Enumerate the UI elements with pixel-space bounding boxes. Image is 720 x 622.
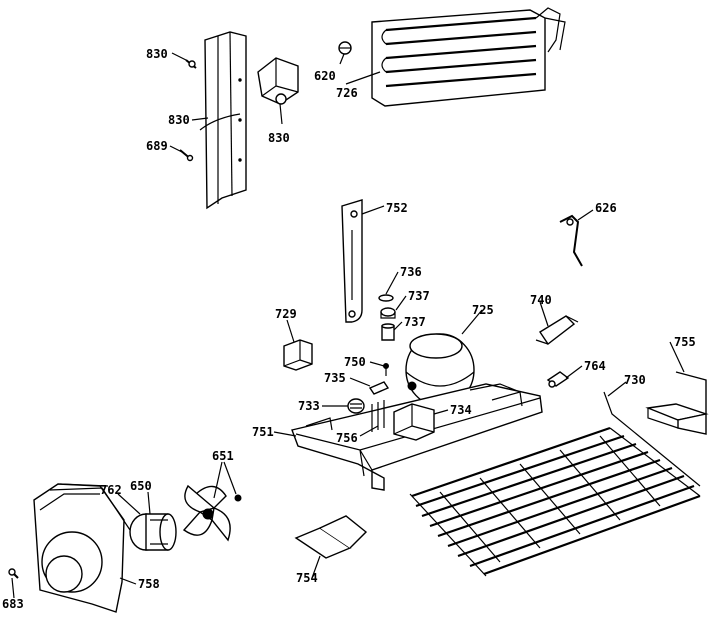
grommet-737a-part	[380, 307, 396, 319]
label-764: 764	[584, 359, 606, 373]
clip-620-part	[338, 41, 352, 55]
label-830-mid: 830	[168, 113, 190, 127]
label-734: 734	[450, 403, 472, 417]
label-733: 733	[298, 399, 320, 413]
label-650: 650	[130, 479, 152, 493]
bracket-754-part	[294, 515, 368, 559]
vertical-channel-part	[199, 31, 247, 210]
label-737-lower: 737	[404, 315, 426, 329]
label-689: 689	[146, 139, 168, 153]
sleeve-737b-part	[381, 323, 395, 341]
label-683: 683	[2, 597, 24, 611]
relay-729-part	[283, 339, 313, 371]
label-750: 750	[344, 355, 366, 369]
label-830-bracket: 830	[268, 131, 290, 145]
label-730: 730	[624, 373, 646, 387]
clip-764-part	[546, 371, 570, 388]
label-726: 726	[336, 86, 358, 100]
label-762: 762	[100, 483, 122, 497]
overload-740-part	[535, 315, 579, 346]
label-740: 740	[530, 293, 552, 307]
label-735: 735	[324, 371, 346, 385]
label-737-upper: 737	[408, 289, 430, 303]
screw-683-part	[8, 568, 19, 579]
fan-shroud-758-part	[33, 483, 131, 613]
leader-lines	[11, 52, 685, 599]
fan-blade-756-part	[182, 484, 231, 542]
label-729: 729	[275, 307, 297, 321]
label-736: 736	[400, 265, 422, 279]
label-620: 620	[314, 69, 336, 83]
screw-750-part	[383, 363, 389, 376]
label-751: 751	[252, 425, 274, 439]
label-758: 758	[138, 577, 160, 591]
evaporator-coil-part	[371, 7, 566, 107]
label-830-top: 830	[146, 47, 168, 61]
fan-motor-650-part	[129, 513, 177, 551]
compressor-bracket-part	[341, 199, 363, 323]
grommet-736-part	[378, 294, 394, 302]
label-755: 755	[674, 335, 696, 349]
overload-733-part	[347, 398, 365, 414]
compressor-725-part	[405, 333, 475, 412]
label-651: 651	[212, 449, 234, 463]
bracket-830-part	[257, 57, 299, 105]
condenser-730-part	[409, 391, 701, 577]
clip-626-part	[559, 214, 583, 267]
label-754: 754	[296, 571, 318, 585]
screw-830-part	[185, 59, 197, 69]
terminal-735-part	[368, 381, 390, 395]
label-626: 626	[595, 201, 617, 215]
label-756-near-pan: 756	[336, 431, 358, 445]
label-752: 752	[386, 201, 408, 215]
relay-box-734-part	[371, 400, 435, 441]
label-725: 725	[472, 303, 494, 317]
drain-pan-755-part	[645, 371, 709, 435]
nut-651-part	[234, 494, 242, 502]
